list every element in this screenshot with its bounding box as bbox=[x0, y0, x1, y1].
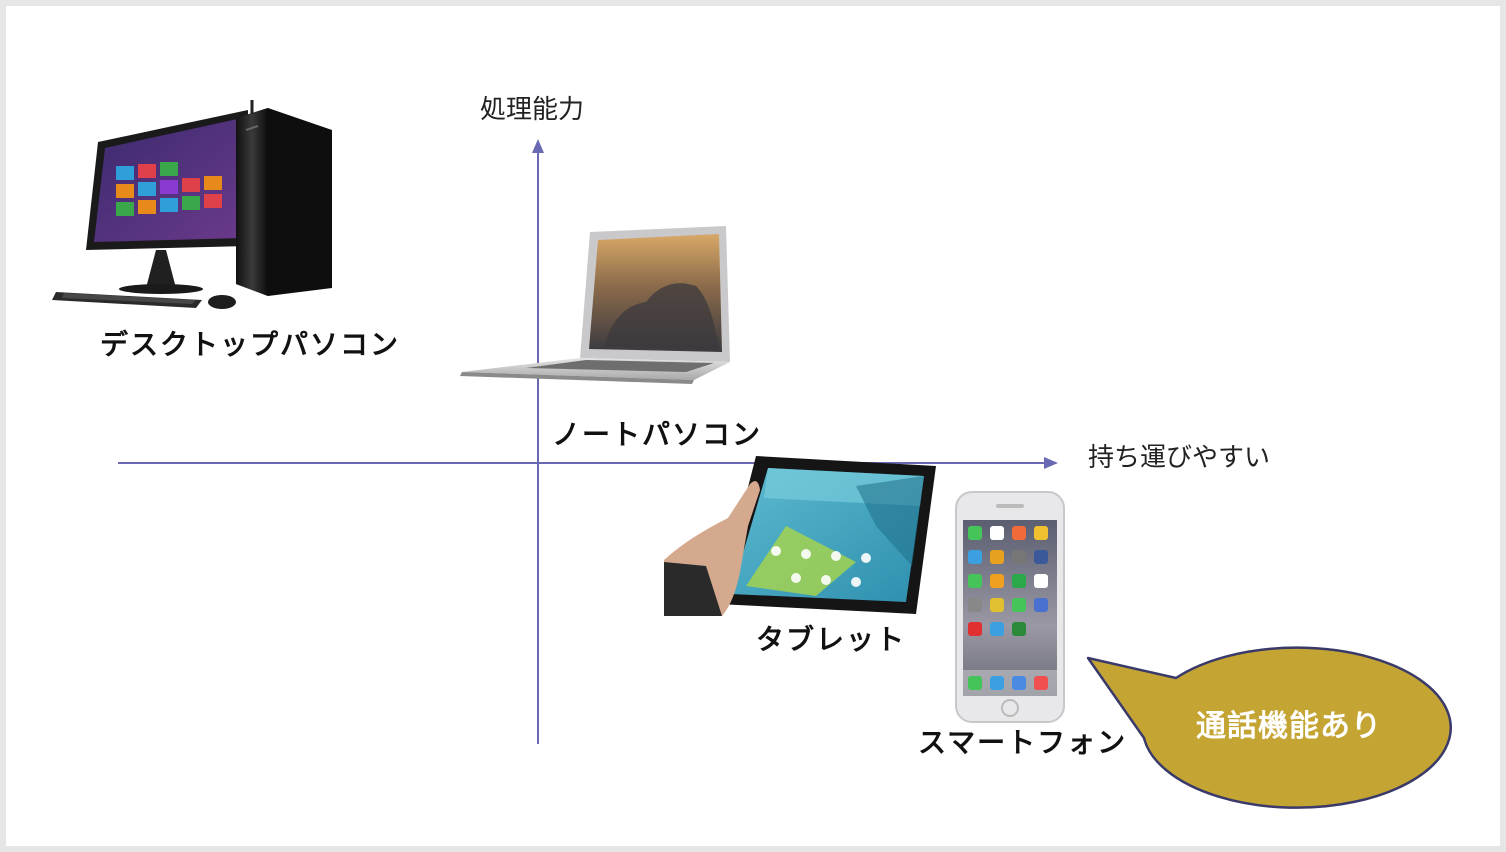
y-axis bbox=[532, 139, 544, 744]
tablet-icon bbox=[664, 456, 936, 616]
callout-bubble bbox=[1086, 646, 1452, 809]
smartphone-icon bbox=[955, 491, 1065, 723]
diagram-canvas bbox=[52, 100, 1452, 809]
callout-text: 通話機能あり bbox=[1196, 709, 1382, 744]
device-label-tablet: タブレット bbox=[756, 623, 907, 656]
laptop-icon bbox=[460, 226, 730, 384]
slide: 処理能力 持ち運びやすい デスクトップパソコン ノートパソコン タブレット スマ… bbox=[6, 6, 1500, 846]
device-label-smartphone: スマートフォン bbox=[918, 726, 1128, 759]
y-axis-label: 処理能力 bbox=[480, 95, 585, 125]
desktop-computer-icon bbox=[52, 100, 332, 309]
x-axis-label: 持ち運びやすい bbox=[1088, 443, 1271, 473]
device-label-laptop: ノートパソコン bbox=[552, 418, 763, 451]
device-label-desktop: デスクトップパソコン bbox=[100, 328, 401, 361]
x-axis bbox=[118, 457, 1058, 469]
